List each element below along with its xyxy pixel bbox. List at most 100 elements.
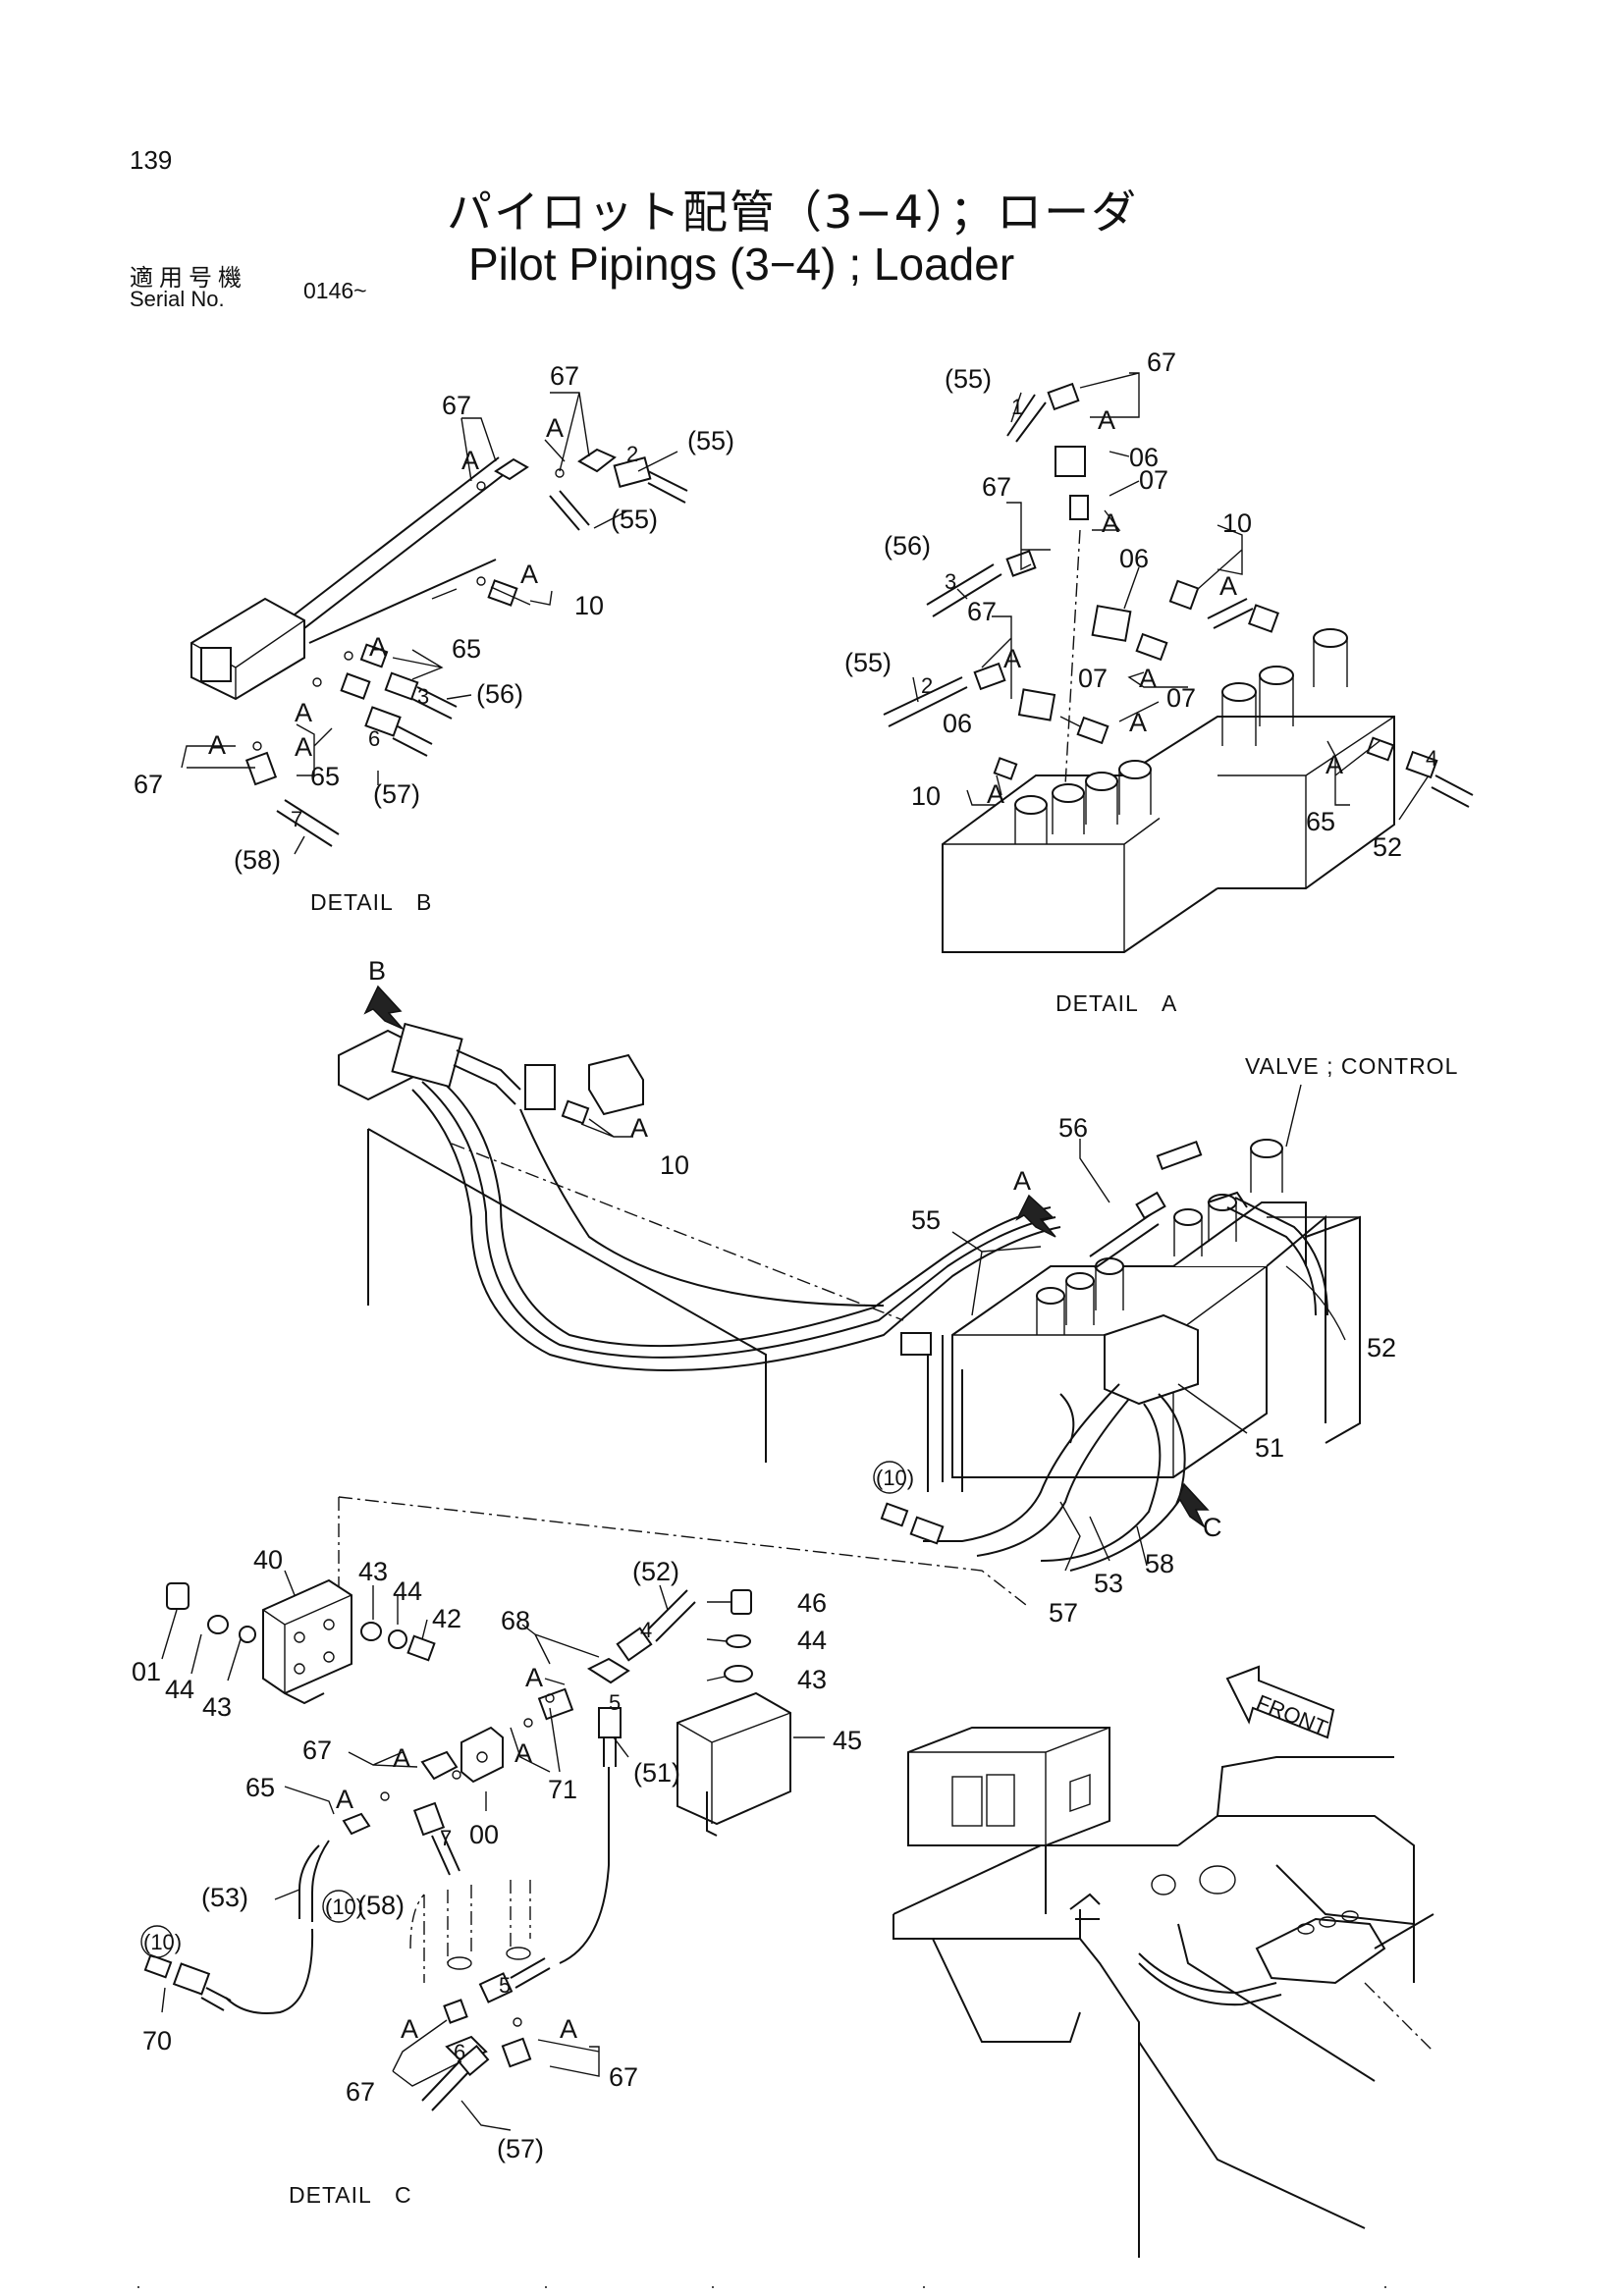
- label-a-a7: A: [987, 779, 1004, 809]
- label-10-circled-main: (10): [876, 1466, 914, 1490]
- label-5-c2: 5: [499, 1973, 511, 1998]
- label-51-c: (51): [633, 1758, 680, 1788]
- label-00-c: 00: [469, 1820, 499, 1849]
- label-55-a2: (55): [844, 648, 892, 677]
- label-10-circled-c1: (10): [325, 1895, 363, 1919]
- label-4-a: 4: [1426, 746, 1437, 771]
- label-a-b2: A: [546, 413, 564, 443]
- label-70-c: 70: [142, 2026, 172, 2056]
- label-a-b3: A: [520, 560, 538, 589]
- label-65-a: 65: [1306, 807, 1335, 836]
- serial-label-english: Serial No.: [130, 287, 225, 311]
- bracket-40: [262, 1578, 352, 1695]
- caption-detail-a: DETAIL A: [1055, 990, 1177, 1016]
- label-65-c: 65: [245, 1773, 275, 1802]
- label-57-b: (57): [373, 779, 420, 809]
- label-67-c2: 67: [346, 2077, 375, 2107]
- label-55-b1: (55): [687, 426, 734, 455]
- label-a-a2: A: [1102, 508, 1119, 538]
- main-view-group: B A 10 A 56 55 52 51 C 57 53 58 (10) VAL…: [338, 956, 1458, 1628]
- label-07-a2: 07: [1078, 664, 1108, 693]
- label-42-c: 42: [432, 1604, 461, 1633]
- label-10-circled-c2: (10): [143, 1930, 182, 1954]
- label-a-a1: A: [1098, 405, 1115, 435]
- caption-detail-b: DETAIL B: [310, 889, 432, 915]
- label-a-b6: A: [295, 732, 312, 762]
- label-a-b5: A: [295, 698, 312, 727]
- label-65-b2: 65: [310, 762, 340, 791]
- label-40-c: 40: [253, 1545, 283, 1575]
- label-53-c: (53): [201, 1883, 248, 1912]
- label-52-c: (52): [632, 1557, 679, 1586]
- block-00: [460, 1726, 504, 1784]
- arrow-c-icon: [1175, 1482, 1210, 1529]
- label-71-c: 71: [548, 1775, 577, 1804]
- label-06-a1: 06: [1129, 443, 1159, 472]
- label-3-a: 3: [945, 569, 956, 594]
- label-65-b1: 65: [452, 634, 481, 664]
- label-10-a1: 10: [1222, 508, 1252, 538]
- bracket-45: [676, 1691, 791, 1826]
- cab-icon: [907, 1727, 1110, 1846]
- label-a-c4: A: [336, 1785, 353, 1814]
- serial-label-japanese: 適用号機: [130, 264, 247, 292]
- label-1-a: 1: [1011, 395, 1023, 419]
- label-67-a3: 67: [967, 597, 997, 626]
- label-57-main: 57: [1049, 1598, 1078, 1628]
- label-2-a: 2: [921, 673, 933, 698]
- label-a-a5: A: [1139, 664, 1157, 693]
- label-a-c5: A: [401, 2014, 418, 2044]
- label-43-c1: 43: [358, 1557, 388, 1586]
- label-68-c: 68: [501, 1606, 530, 1635]
- label-46-c: 46: [797, 1588, 827, 1618]
- label-5-c1: 5: [609, 1690, 621, 1715]
- control-valve-body-right: [1123, 716, 1395, 889]
- label-a-a8: A: [1325, 750, 1343, 779]
- label-44-c3: 44: [797, 1626, 827, 1655]
- label-56-a: (56): [884, 531, 931, 561]
- label-a-b1: A: [461, 446, 479, 475]
- label-07-a1: 07: [1139, 465, 1168, 495]
- label-3-b: 3: [417, 684, 429, 709]
- caption-valve-control: VALVE ; CONTROL: [1245, 1053, 1458, 1079]
- label-51-main: 51: [1255, 1433, 1284, 1463]
- label-56-b: (56): [476, 679, 523, 709]
- label-10-b: 10: [574, 591, 604, 620]
- title-japanese: パイロット配管（3−4）；ローダ: [447, 186, 1139, 239]
- label-53-main: 53: [1094, 1569, 1123, 1598]
- label-a-b4: A: [369, 632, 387, 662]
- pilot-valve-51: [1104, 1313, 1199, 1406]
- detail-a-group: (55) 1 67 A 06 07 A 67 (56) 3 10 A 06 67…: [844, 347, 1474, 1016]
- arrow-b-icon: [363, 985, 404, 1030]
- arrow-a-icon: [1015, 1194, 1056, 1238]
- caption-detail-c: DETAIL C: [289, 2182, 412, 2208]
- label-56-main: 56: [1058, 1113, 1088, 1143]
- label-4-c: 4: [640, 1618, 652, 1642]
- label-44-c1: 44: [393, 1576, 422, 1606]
- label-7-c: 7: [440, 1826, 452, 1850]
- block-06-top: [1055, 446, 1086, 477]
- label-55-b2: (55): [611, 505, 658, 534]
- label-6-b: 6: [368, 726, 380, 751]
- label-a-main: A: [1013, 1166, 1031, 1196]
- label-43-c2: 43: [202, 1692, 232, 1722]
- block-06-low: [1017, 688, 1056, 721]
- label-52-main: 52: [1367, 1333, 1396, 1362]
- label-6-c: 6: [454, 2040, 465, 2064]
- front-arrow-icon: [1225, 1665, 1335, 1739]
- label-44-c2: 44: [165, 1675, 194, 1704]
- detail-b-group: 67 67 A A (55) 2 (55) A 10 A 65 3 (56) A…: [134, 361, 734, 915]
- label-a-c2: A: [514, 1738, 532, 1768]
- label-a-c3: A: [393, 1743, 410, 1773]
- label-58-b: (58): [234, 845, 281, 875]
- elbow-fitting-67b: [577, 448, 617, 473]
- label-a-c6: A: [560, 2014, 577, 2044]
- label-67-a2: 67: [982, 472, 1011, 502]
- label-67-b3: 67: [134, 770, 163, 799]
- label-67-a1: 67: [1147, 347, 1176, 377]
- machine-overview-group: FRONT: [893, 1665, 1434, 2258]
- serial-value: 0146~: [303, 278, 367, 303]
- label-a-main2: A: [630, 1113, 648, 1143]
- label-06-a3: 06: [943, 709, 972, 738]
